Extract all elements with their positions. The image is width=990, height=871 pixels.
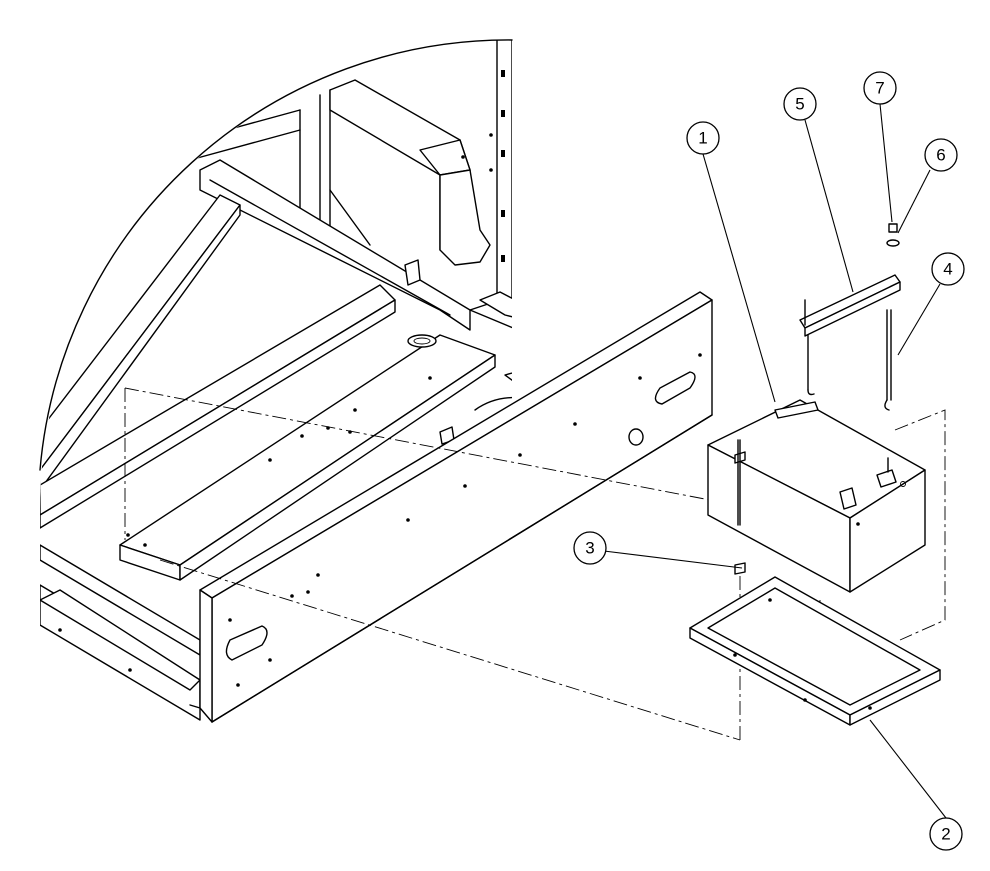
svg-text:3: 3 xyxy=(585,539,594,558)
svg-text:6: 6 xyxy=(936,146,945,165)
callout-5: 5 xyxy=(783,87,817,121)
bolt xyxy=(734,562,746,575)
hold-down-bar xyxy=(799,274,901,396)
detail-view-arc xyxy=(39,39,513,471)
frame-detail-view xyxy=(39,39,713,723)
battery xyxy=(707,399,926,593)
callout-3: 3 xyxy=(573,531,607,565)
battery-tray xyxy=(689,576,941,726)
svg-text:4: 4 xyxy=(943,260,952,279)
beam-slot-right xyxy=(654,371,696,405)
callout-6: 6 xyxy=(924,138,958,172)
nut-and-washer xyxy=(886,223,900,247)
beam-slot-left xyxy=(225,625,268,661)
callout-7: 7 xyxy=(863,71,897,105)
svg-text:1: 1 xyxy=(698,129,707,148)
callout-4: 4 xyxy=(931,252,965,286)
svg-text:7: 7 xyxy=(875,79,884,98)
hold-down-rod xyxy=(884,309,892,411)
callout-leaders xyxy=(603,103,947,819)
callout-2: 2 xyxy=(929,817,963,851)
callout-1: 1 xyxy=(686,121,720,155)
svg-text:5: 5 xyxy=(795,95,804,114)
svg-text:2: 2 xyxy=(941,825,950,844)
